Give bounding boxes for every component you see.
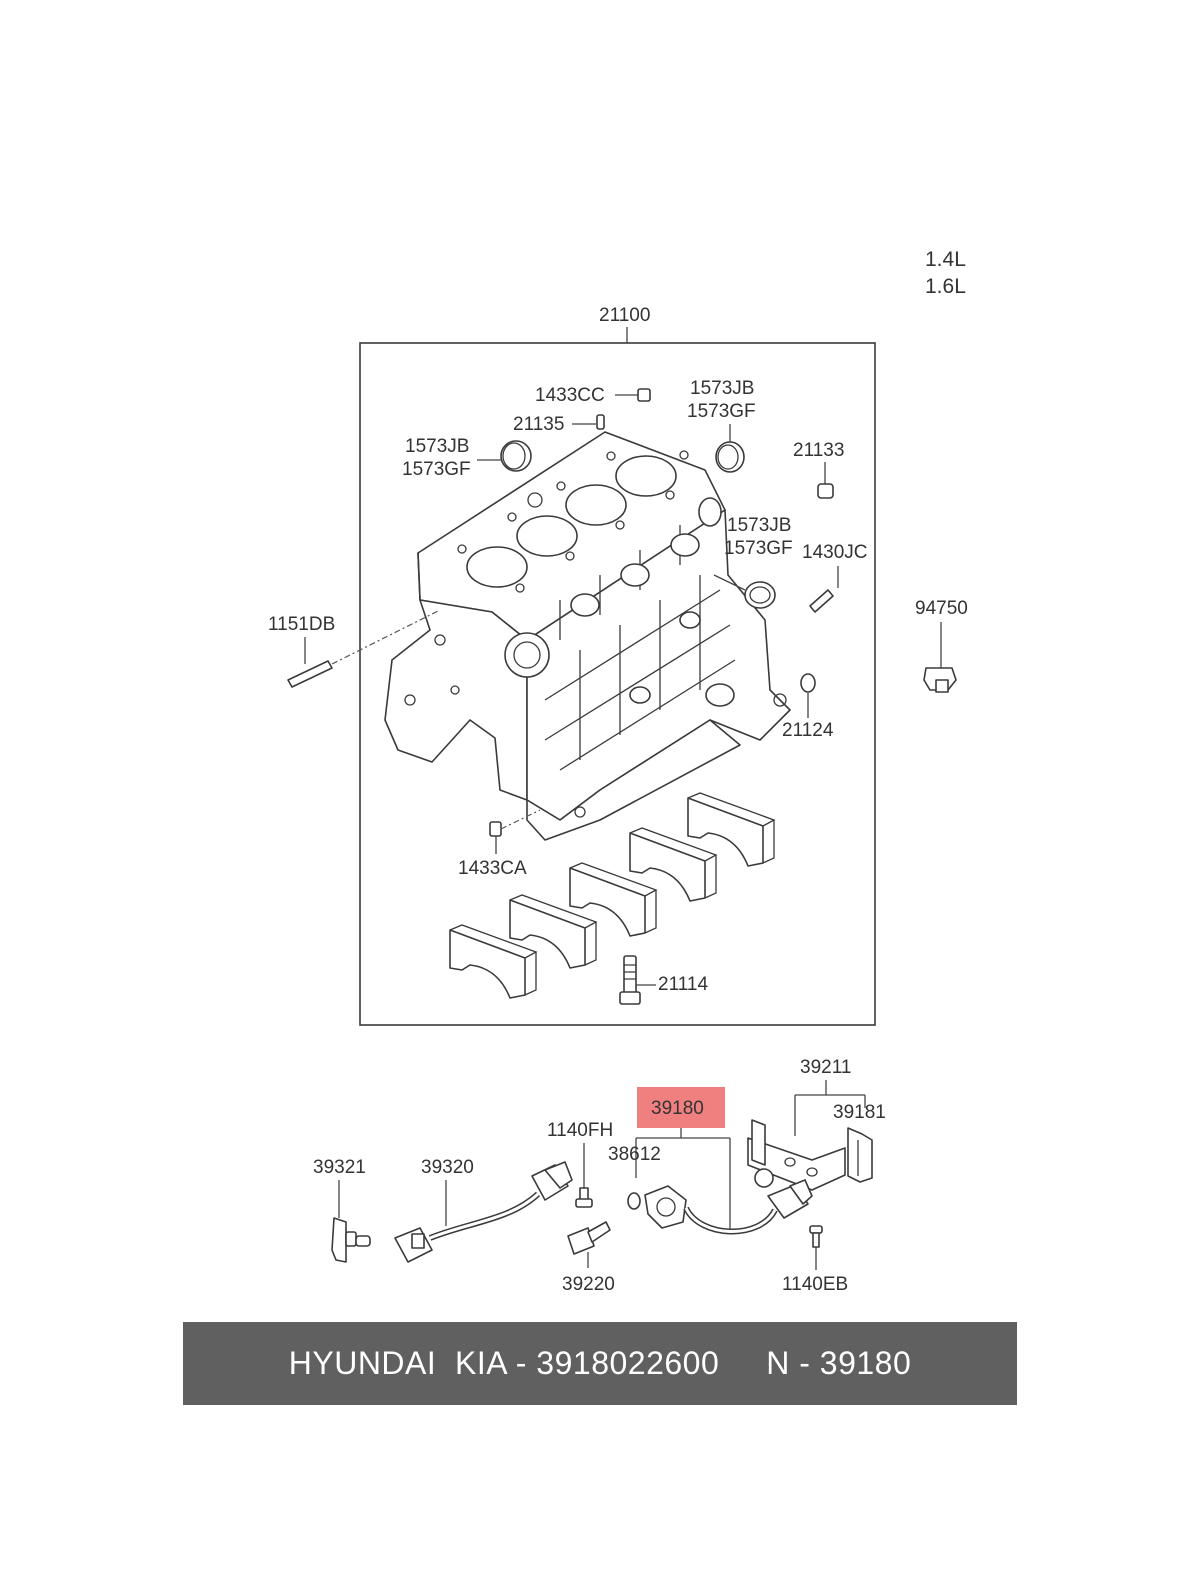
label-1433ca: 1433CA xyxy=(458,858,527,879)
bearing-caps xyxy=(449,792,776,999)
bolt-1140eb-icon xyxy=(809,1225,823,1248)
label-21100: 21100 xyxy=(599,305,650,326)
label-seal-a2: 1573GF xyxy=(402,459,471,480)
label-seal-b2: 1573GF xyxy=(687,401,756,422)
label-39181: 39181 xyxy=(833,1102,886,1123)
label-94750: 94750 xyxy=(915,598,968,619)
label-21124: 21124 xyxy=(782,720,834,741)
harness-39320-icon xyxy=(394,1161,573,1263)
dowel-1430jc-icon xyxy=(809,589,834,613)
label-1140eb: 1140EB xyxy=(782,1274,848,1295)
label-1151db: 1151DB xyxy=(268,614,335,635)
seal-plug-side-icon xyxy=(698,497,722,527)
label-1433cc: 1433CC xyxy=(535,385,605,406)
part-number-text: HYUNDAI KIA - 3918022600 N - 39180 xyxy=(288,1345,912,1381)
label-39320: 39320 xyxy=(421,1157,474,1178)
clip-39181-icon xyxy=(847,1127,873,1183)
oil-pressure-sensor-94750-icon xyxy=(923,667,957,693)
plug-1433ca-icon xyxy=(489,821,502,837)
label-21133: 21133 xyxy=(793,440,844,461)
label-seal-b1: 1573JB xyxy=(690,378,754,399)
bolt-1140fh-icon xyxy=(575,1187,593,1208)
plug-21133-icon xyxy=(817,483,834,499)
seal-plug-a-icon xyxy=(500,440,532,472)
stud-1151db-icon xyxy=(287,660,333,688)
bolt-21114-icon xyxy=(619,955,641,1005)
bushing-21124-icon xyxy=(800,673,816,693)
engine-size-2: 1.6L xyxy=(925,275,966,298)
label-39211: 39211 xyxy=(800,1057,851,1078)
label-21114: 21114 xyxy=(658,974,708,995)
label-seal-a1: 1573JB xyxy=(405,436,469,457)
label-seal-c2: 1573GF xyxy=(724,538,793,559)
block-frame xyxy=(359,342,876,1026)
engine-size-1: 1.4L xyxy=(925,248,966,271)
oring-38612-icon xyxy=(627,1192,641,1210)
label-seal-c1: 1573JB xyxy=(727,515,791,536)
pin-21135-icon xyxy=(596,414,605,430)
label-39220: 39220 xyxy=(562,1274,615,1295)
seal-plug-b-icon xyxy=(715,441,745,473)
sensor-39220-icon xyxy=(567,1221,611,1255)
bracket-39211-icon xyxy=(747,1119,846,1191)
cylinder-block-drawing xyxy=(384,431,791,841)
part-number-banner: HYUNDAI KIA - 3918022600 N - 39180 xyxy=(183,1322,1017,1405)
label-38612: 38612 xyxy=(608,1144,661,1165)
label-39180-highlight xyxy=(637,1087,725,1128)
seal-plug-c-icon xyxy=(744,581,776,609)
label-21135: 21135 xyxy=(513,414,564,435)
label-1430jc: 1430JC xyxy=(802,542,868,563)
plug-1433cc-icon xyxy=(637,388,651,402)
label-1140fh: 1140FH xyxy=(547,1120,613,1141)
crankshaft-position-sensor-39180-icon xyxy=(644,1179,813,1235)
label-39180: 39180 xyxy=(651,1098,704,1119)
label-39321: 39321 xyxy=(313,1157,366,1178)
clip-39321-icon xyxy=(331,1217,371,1263)
